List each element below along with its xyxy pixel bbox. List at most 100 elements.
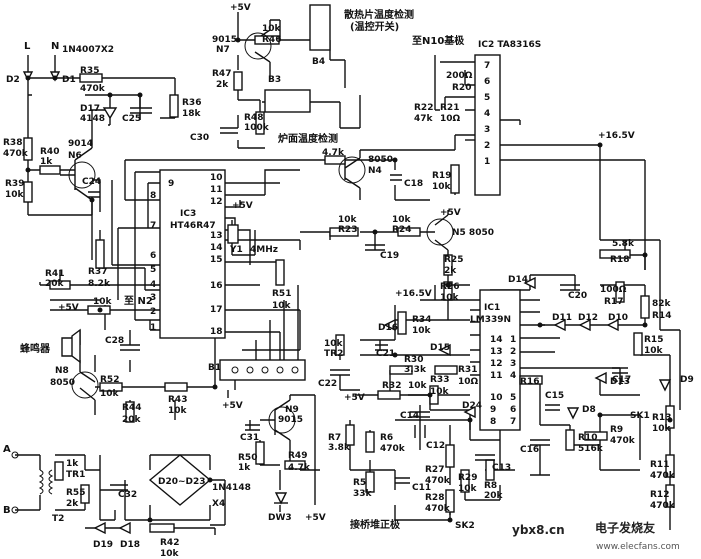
label-D18: D18 [120,540,140,550]
label-ic1-pin14: 14 [490,335,503,345]
label-R20v: 200Ω [446,71,473,81]
label-T2: T2 [52,514,64,524]
label-R47v: 2k [216,80,229,90]
label-D11: D11 [552,313,572,323]
label-ic1-pin2: 2 [510,347,516,357]
label-1n4007: 1N4007X2 [62,45,114,55]
label-ic3-pin12: 12 [210,197,223,207]
label-ic3-pin4: 4 [150,280,156,290]
label-ic3-pin10: 10 [210,173,223,183]
label-9014: 9014 [68,139,93,149]
label-R41v: 20k [45,279,65,289]
label-B1: B1 [208,363,221,373]
label-C17: C17 [612,375,631,385]
label-5.8k: 5.8k [612,239,635,249]
label-R42: R42 [160,538,179,548]
label-N9v: 9015 [278,415,303,425]
label-C20: C20 [568,291,587,301]
label-R6v: 470k [380,444,406,454]
label-C13: C13 [492,463,511,473]
label-D12: D12 [578,313,598,323]
label-R49: R49 [288,451,307,461]
label-R31v: 10Ω [458,377,479,387]
label-R28v: 470k [425,504,451,514]
label-D16: D16 [378,323,398,333]
label-D2: D2 [6,75,20,85]
label-D9: D9 [680,375,694,385]
label-R14: R14 [652,311,671,321]
label-ic3-pin16: 16 [210,281,223,291]
label-R15v: 10k [644,346,664,356]
label-R40v: 1k [40,157,53,167]
label-R30: R30 [404,355,423,365]
label-R43v: 10k [168,406,188,416]
label-4.7k: 4.7k [322,148,345,158]
label-TR2: TR2 [324,349,343,359]
label-R6: R6 [380,433,393,443]
label-C28: C28 [105,336,124,346]
label-R46v: 10k [262,24,282,34]
label-R27v: 470k [425,476,451,486]
label-R39: R39 [5,179,24,189]
label-R29v: 10k [458,484,478,494]
label-IC3: IC3 [180,209,196,219]
label-IC2p1: 1 [484,157,490,167]
label-C19: C19 [380,251,399,261]
label-SK1: SK1 [630,411,650,421]
label-D24: D24 [462,401,482,411]
label-R9: R9 [610,425,623,435]
label-IC2p3: 3 [484,125,490,135]
label-R22v: 47k [414,114,434,124]
wires [15,12,681,535]
label-10k-left: 10k [93,297,113,307]
label-R46: R46 [262,35,281,45]
label-R36v: 18k [182,109,202,119]
label-N9: N9 [285,405,299,415]
label-R5: R5 [353,478,366,488]
label-R47: R47 [212,69,231,79]
label-X4: X4 [212,499,225,509]
label-ic1-pin6: 6 [510,405,516,415]
label-IC1v: LM339N [470,315,511,325]
label-ic3-pin5: 5 [150,265,156,275]
label-D10: D10 [608,313,628,323]
label-R17v: 100Ω [600,285,627,295]
label-ic3-pin17: 17 [210,305,223,315]
ic2-body [474,54,501,196]
label-R12: R12 [650,490,669,500]
label-R24: R24 [392,225,411,235]
label-1n4148: 1N4148 [212,483,251,493]
label-R17: R17 [604,297,623,307]
label-ic3-pin8: 8 [150,191,156,201]
labels: L N 1N4007X2 D2 D1 R35 470k D17 4148 C25… [3,3,694,559]
label-R23v: 10k [338,215,358,225]
label-ic3-pin3: 3 [150,293,156,303]
label-R38: R38 [3,138,22,148]
label-N7: N7 [216,45,230,55]
label-R13v: 10k [652,424,672,434]
label-R5v: 33k [353,489,373,499]
label-ic1-pin5: 5 [510,393,516,403]
label-Y1v: 4MHz [250,245,278,255]
label-R50: R50 [238,453,257,463]
label-R27: R27 [425,465,444,475]
label-ic3-pin15: 15 [210,255,223,265]
label-R37v: 8.2k [88,279,111,289]
label-C16: C16 [520,445,539,455]
label-L: L [24,41,31,52]
label-16v-top: +16.5V [598,131,635,141]
label-N6: N6 [68,151,82,161]
label-B3: B3 [268,75,281,85]
label-ic1-pin9: 9 [490,405,496,415]
label-IC3v: HT46R47 [170,221,216,231]
label-toN2: 至 N2 [124,295,153,307]
label-ic1-pin12: 12 [490,359,503,369]
watermark-url: www.elecfans.com [596,542,680,552]
label-R43: R43 [168,395,187,405]
label-ic3-pin7: 7 [150,221,156,231]
label-ic3-pin9: 9 [168,179,174,189]
label-ic3-pin2: 2 [150,307,156,317]
label-IC2p2: 2 [484,141,490,151]
label-R8v: 20k [484,491,504,501]
